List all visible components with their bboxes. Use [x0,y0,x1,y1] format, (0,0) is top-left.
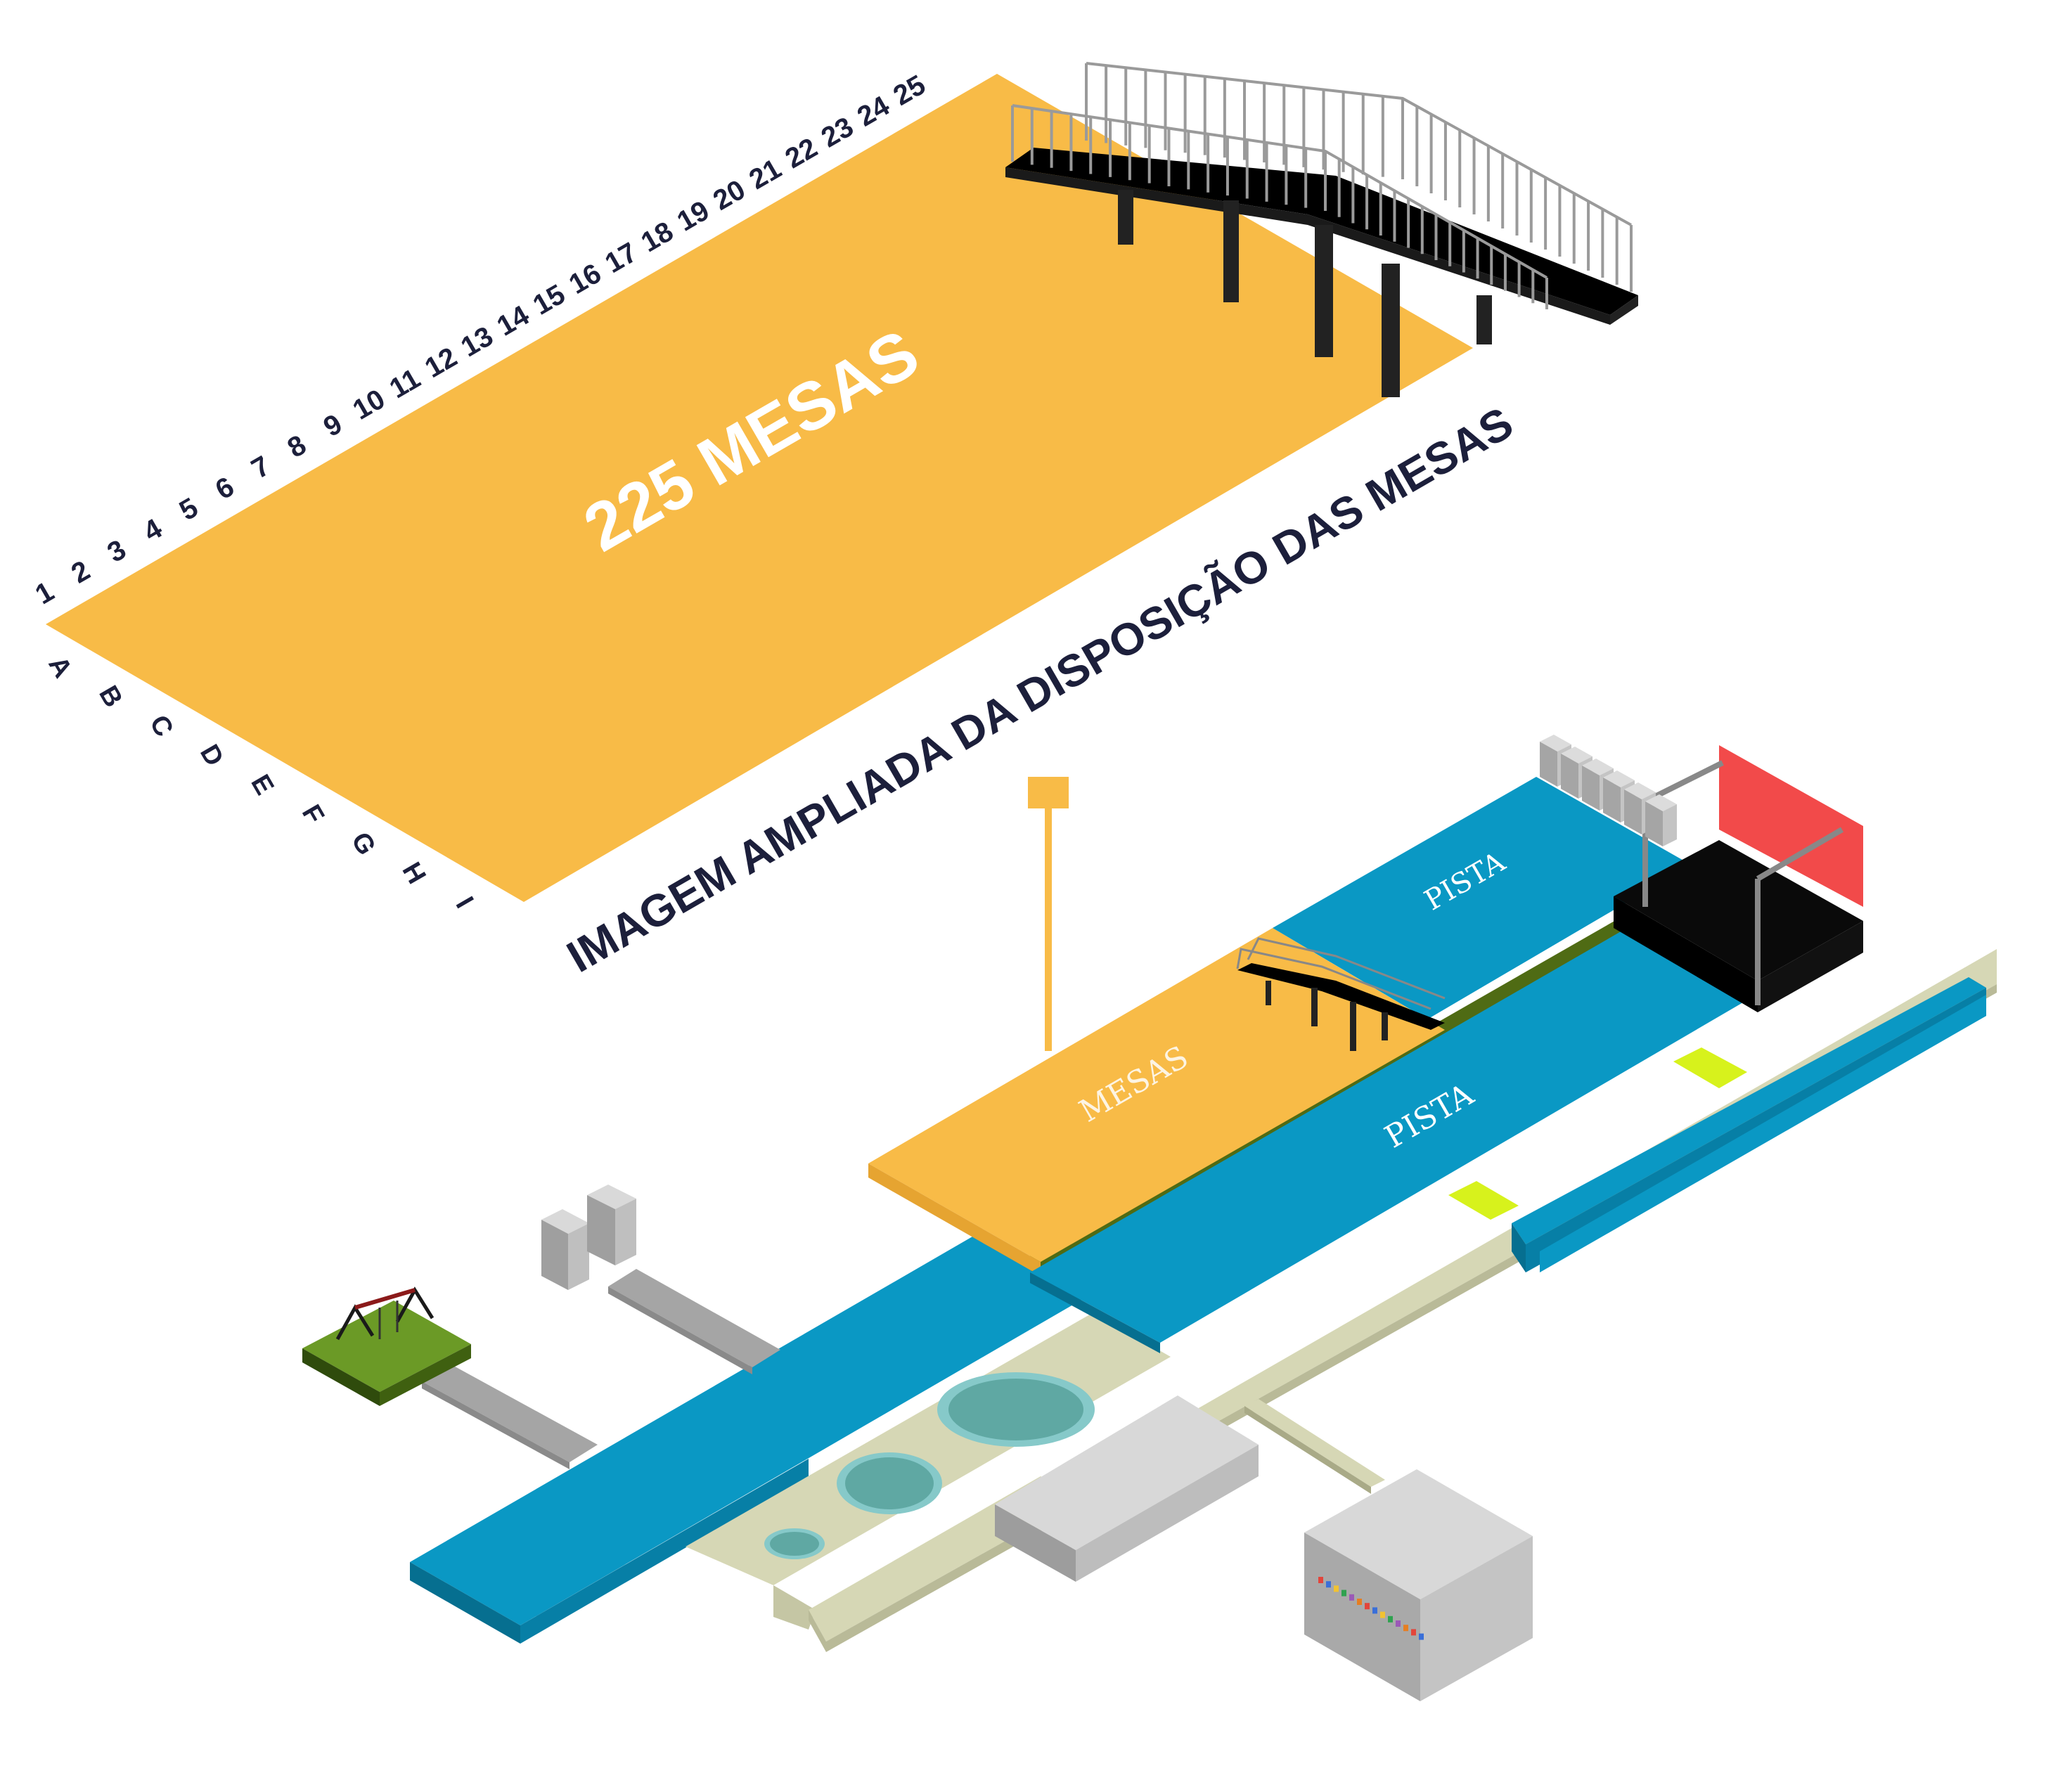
column-number: 24 [852,90,895,133]
row-letter: A [42,652,77,683]
column-number: 1 [30,576,59,610]
row-letter: D [194,740,229,771]
column-number: 21 [744,153,787,195]
highlight-mark [1673,1047,1747,1088]
column-number: 4 [139,512,168,548]
site-plan: MESAS PISTA PISTA [302,735,1997,1701]
column-number: 25 [888,70,931,112]
building [1304,1469,1533,1701]
column-number: 20 [708,174,751,217]
column-number: 13 [456,321,498,363]
row-letter: H [396,858,431,889]
highlight-mark [1448,1181,1519,1220]
column-number: 15 [528,278,571,321]
column-number: 7 [246,450,275,484]
tables-block-enlarged [46,74,1473,902]
column-number: 12 [420,342,463,384]
tables-block [868,928,1445,1262]
column-number: 10 [348,383,391,425]
walkway-bridge [1236,937,1446,1051]
column-number: 11 [385,363,426,404]
screen [1719,745,1863,907]
step-platform [1512,977,1986,1244]
column-number: 5 [174,492,203,527]
row-letter: B [93,681,128,713]
column-number: 6 [210,471,239,505]
walkway-bridge-enlarged [1005,62,1638,397]
row-letter: C [143,710,179,742]
column-number: 3 [102,534,131,569]
row-letter: F [296,800,330,829]
column-number: 9 [318,408,347,443]
column-number: 2 [66,555,95,589]
row-letter: G [345,827,381,860]
column-number: 22 [780,132,823,174]
ponds [764,1372,1095,1559]
column-number: 18 [636,216,679,258]
utility-row [1540,735,1677,846]
stage [1614,745,1863,1012]
sign-post [1028,777,1069,1051]
dance-floor-main [1030,917,1768,1343]
column-number: 17 [600,237,643,279]
playground [302,1286,471,1406]
column-number: 14 [492,299,535,342]
row-letter: E [245,770,279,800]
flag-garland [1318,1577,1424,1640]
row-letter: I [450,892,480,913]
column-number: 8 [283,430,311,464]
service-block [995,1395,1259,1582]
column-number: 23 [816,111,859,153]
dance-floor-upper [1273,777,1691,1019]
column-number: 19 [672,195,715,237]
utility-boxes [541,1185,636,1290]
column-number: 16 [564,258,607,300]
